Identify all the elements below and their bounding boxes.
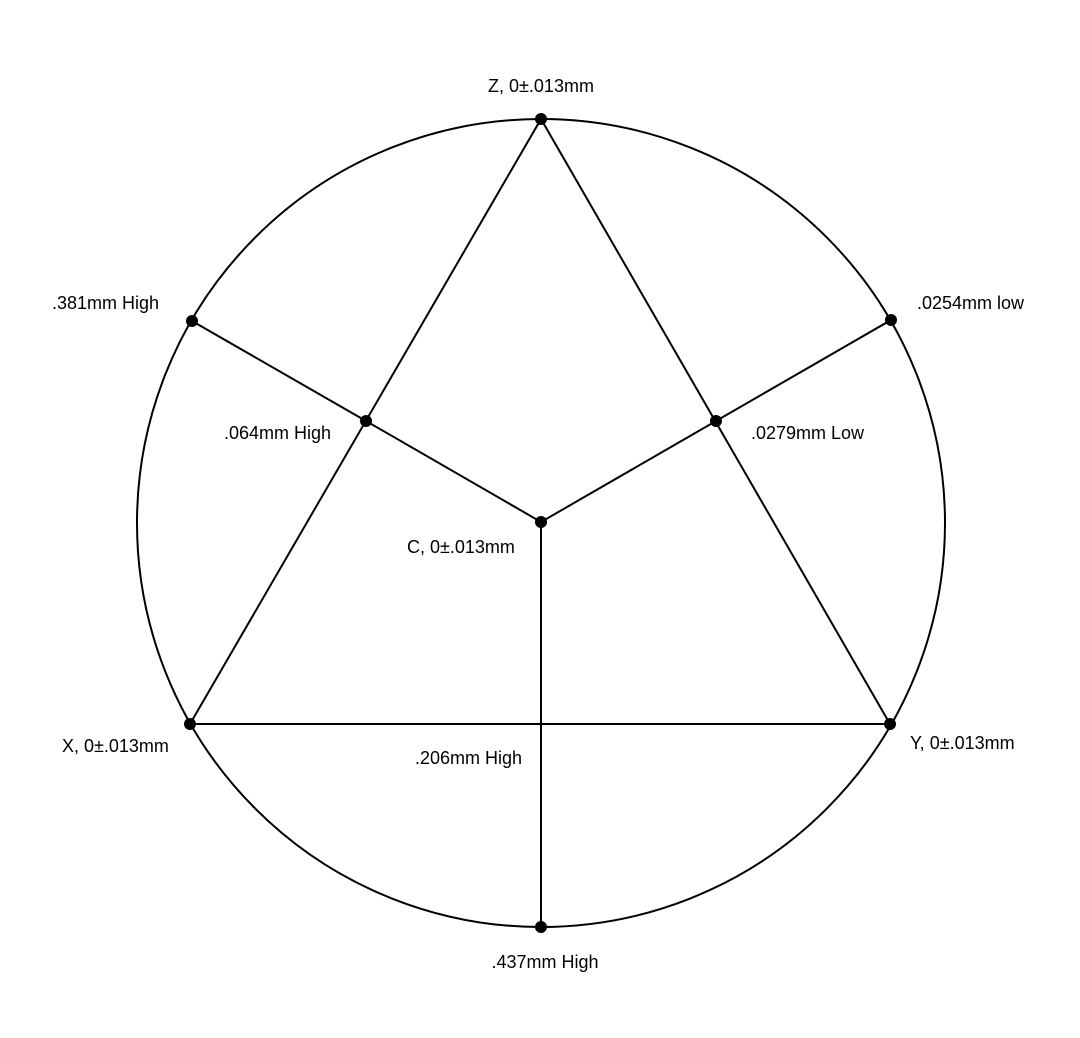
point-mid-left <box>360 415 372 427</box>
label-upper-left: .381mm High <box>52 293 159 313</box>
label-bottom: .437mm High <box>491 952 598 972</box>
label-mid-left: .064mm High <box>224 423 331 443</box>
label-z: Z, 0±.013mm <box>488 76 594 96</box>
label-center: C, 0±.013mm <box>407 537 515 557</box>
label-y: Y, 0±.013mm <box>910 733 1015 753</box>
point-upper-left <box>186 315 198 327</box>
point-x <box>184 718 196 730</box>
point-c <box>535 516 547 528</box>
label-upper-right: .0254mm low <box>917 293 1025 313</box>
point-mid-right <box>710 415 722 427</box>
point-z <box>535 113 547 125</box>
points <box>184 113 897 933</box>
label-x: X, 0±.013mm <box>62 736 169 756</box>
point-bottom <box>535 921 547 933</box>
point-y <box>884 718 896 730</box>
label-bottom-mid: .206mm High <box>415 748 522 768</box>
point-upper-right <box>885 314 897 326</box>
label-mid-right: .0279mm Low <box>751 423 865 443</box>
